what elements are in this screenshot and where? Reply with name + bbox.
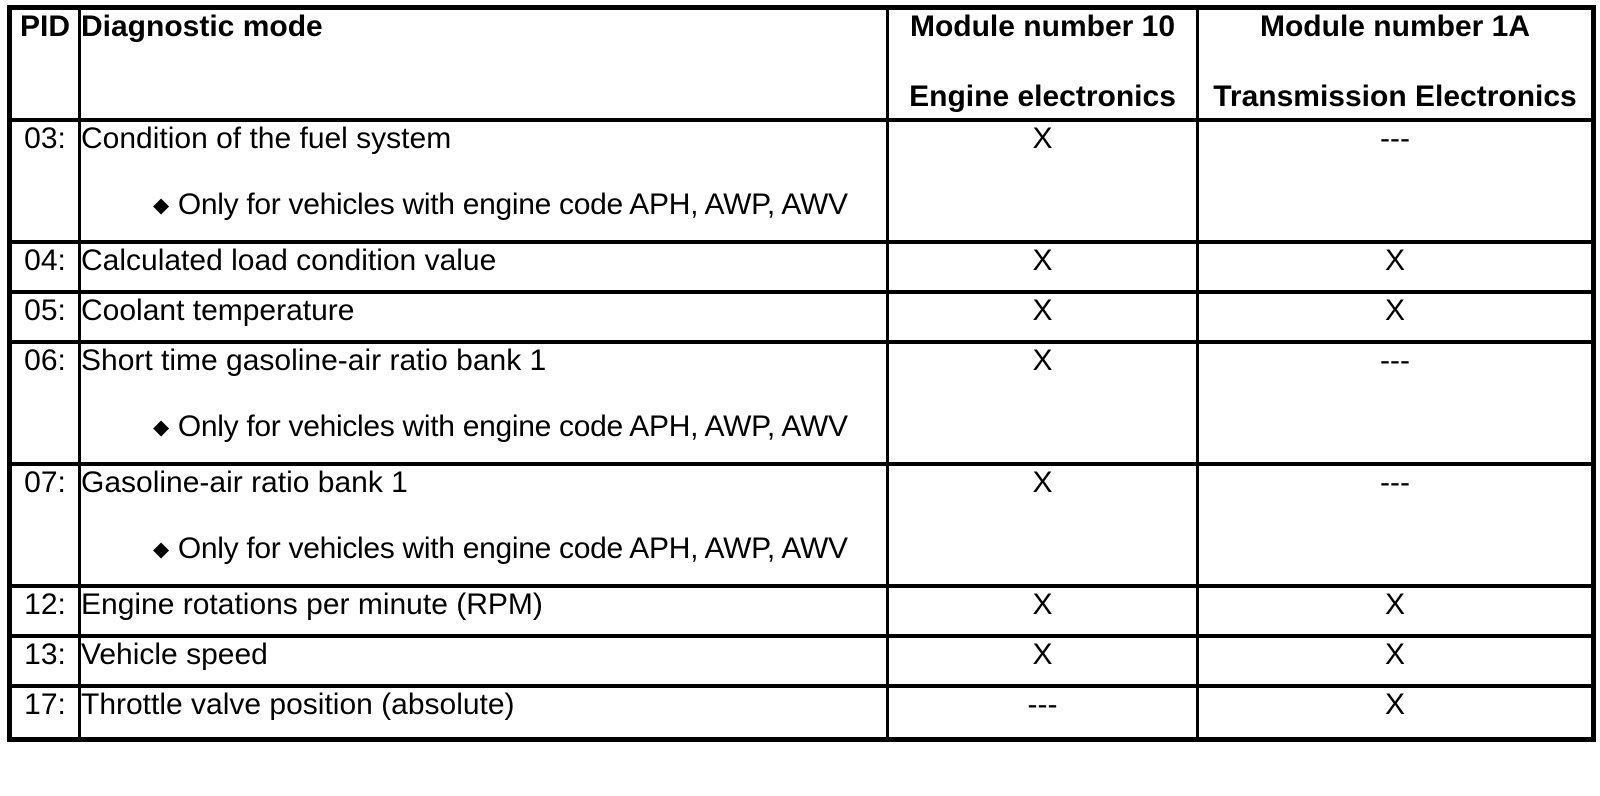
mode-label: Gasoline-air ratio bank 1 [81,465,408,499]
module10-cell: X [886,289,1199,344]
module1a-cell: X [1196,289,1595,344]
module10-cell: X [886,633,1199,688]
engine-code-note: ◆ Only for vehicles with engine code APH,… [83,531,885,566]
table-row-pid-07: 07: Gasoline-air ratio bank 1 ◆ Only for … [8,461,1595,588]
header-module-10-name: Engine electronics [909,80,1176,113]
mode-cell: Short time gasoline-air ratio bank 1 ◆ On… [78,339,889,466]
module1a-cell: X [1196,239,1595,294]
module1a-cell: X [1196,683,1595,742]
mode-cell: Condition of the fuel system ◆ Only for v… [78,117,889,244]
header-row: PID Diagnostic mode Module number 10 Eng… [8,5,1595,122]
mode-cell: Throttle valve position (absolute) [78,683,889,742]
module1a-cell: --- [1196,117,1595,244]
header-diagnostic-mode: Diagnostic mode [78,5,889,122]
pid-cell: 03: [8,117,81,244]
module1a-cell: X [1196,583,1595,638]
module10-cell: X [886,461,1199,588]
module1a-cell: --- [1196,339,1595,466]
table-row-pid-13: 13: Vehicle speed X X [8,633,1595,688]
module10-cell: X [886,239,1199,294]
module10-cell: X [886,583,1199,638]
module10-cell: X [886,117,1199,244]
header-module-1a-name: Transmission Electronics [1213,80,1577,113]
mode-cell: Calculated load condition value [78,239,889,294]
mode-cell: Coolant temperature [78,289,889,344]
pid-cell: 04: [8,239,81,294]
mode-label: Short time gasoline-air ratio bank 1 [81,343,547,377]
pid-cell: 06: [8,339,81,466]
pid-cell: 17: [8,683,81,742]
table-row-pid-04: 04: Calculated load condition value X X [8,239,1595,294]
engine-code-note: ◆ Only for vehicles with engine code APH,… [83,409,885,444]
mode-label: Condition of the fuel system [81,121,452,155]
note-text: Only for vehicles with engine code APH, … [177,531,848,565]
module1a-cell: X [1196,633,1595,688]
table-row-pid-03: 03: Condition of the fuel system ◆ Only f… [8,117,1595,244]
pid-cell: 13: [8,633,81,688]
mode-cell: Vehicle speed [78,633,889,688]
module10-cell: X [886,339,1199,466]
header-pid: PID [8,5,81,122]
diamond-bullet-icon: ◆ [153,536,169,561]
table-row-pid-17: 17: Throttle valve position (absolute) -… [8,683,1595,742]
pid-cell: 05: [8,289,81,344]
diagnostic-mode-table: PID Diagnostic mode Module number 10 Eng… [7,5,1596,742]
header-module-1a: Module number 1A Transmission Electronic… [1196,5,1595,122]
table-row-pid-06: 06: Short time gasoline-air ratio bank 1… [8,339,1595,466]
table-row-pid-12: 12: Engine rotations per minute (RPM) X … [8,583,1595,638]
mode-cell: Engine rotations per minute (RPM) [78,583,889,638]
table-row-pid-05: 05: Coolant temperature X X [8,289,1595,344]
diamond-bullet-icon: ◆ [153,192,169,217]
diamond-bullet-icon: ◆ [153,414,169,439]
note-text: Only for vehicles with engine code APH, … [177,409,848,443]
mode-cell: Gasoline-air ratio bank 1 ◆ Only for vehi… [78,461,889,588]
header-module-10-number: Module number 10 [909,10,1176,44]
module1a-cell: --- [1196,461,1595,588]
engine-code-note: ◆ Only for vehicles with engine code APH,… [83,187,885,222]
header-module-10: Module number 10 Engine electronics [886,5,1199,122]
note-text: Only for vehicles with engine code APH, … [177,187,848,221]
pid-cell: 07: [8,461,81,588]
pid-cell: 12: [8,583,81,638]
header-module-1a-number: Module number 1A [1259,10,1530,44]
module10-cell: --- [886,683,1199,742]
